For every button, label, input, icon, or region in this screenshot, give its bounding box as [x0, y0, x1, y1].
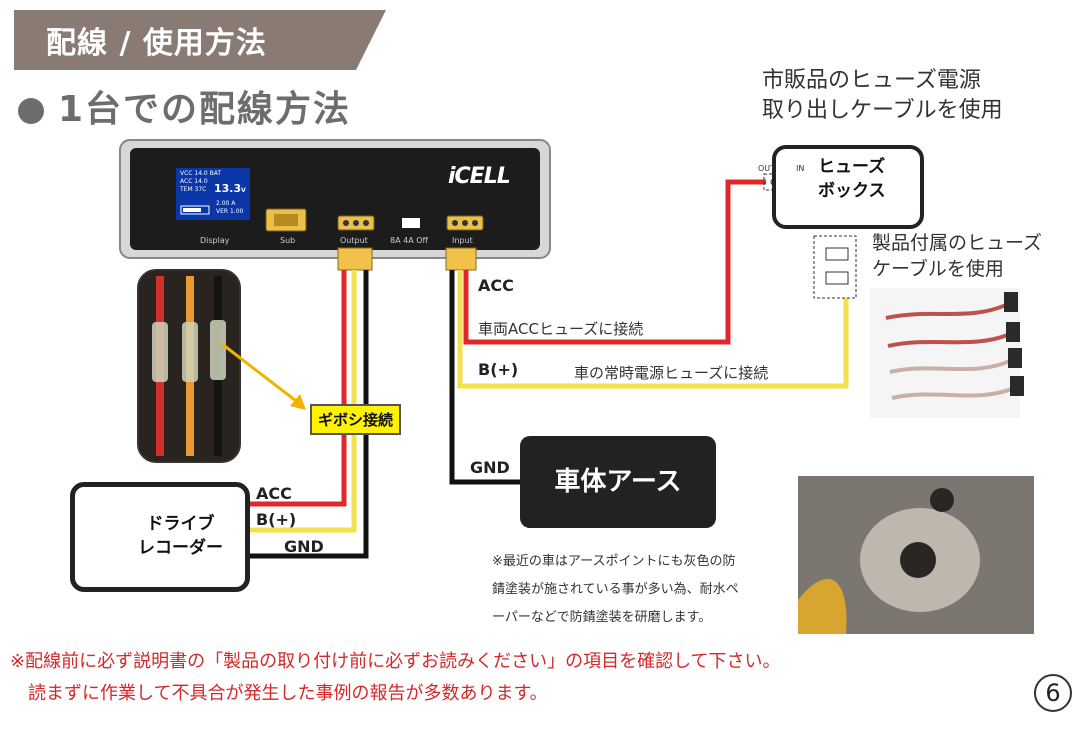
recorder-gnd-label: GND	[284, 537, 324, 556]
input-acc-wire	[463, 179, 766, 345]
bullet-dot-icon	[18, 98, 44, 124]
earth-photo-object	[798, 578, 847, 634]
included-cable-caption: 製品付属のヒューズ ケーブルを使用	[872, 230, 1042, 282]
input-pin-2	[462, 220, 468, 226]
screen-battery-fill	[183, 208, 201, 212]
fuse-head-4	[1010, 376, 1024, 396]
device-logo: iCELL	[448, 164, 511, 189]
output-pin-3	[363, 220, 369, 226]
screen-voltage-unit: V	[241, 187, 246, 194]
port-label-display: Display	[200, 236, 230, 245]
fuse-cable-1	[885, 302, 1009, 320]
screen-line-acc: ACC 14.0	[180, 178, 208, 185]
output-acc-wire	[238, 270, 347, 507]
device-screen-text-2: 2.00 A VER 1.00	[216, 200, 243, 216]
output-bplus-wire	[238, 270, 357, 533]
earth-photo-hole	[900, 542, 936, 578]
warning-line2: 読まずに作業して不具合が発生した事例の報告が多数あります。	[10, 683, 548, 704]
warning-note: ※配線前に必ず説明書の「製品の取り付け前に必ずお読みください」の項目を確認して下…	[10, 646, 781, 710]
section-heading: 1台での配線方法	[18, 80, 351, 132]
fuse-power-caption: 市販品のヒューズ電源 取り出しケーブルを使用	[762, 66, 1003, 126]
earth-photo-upper-hole	[930, 488, 954, 512]
input-acc-label: ACC	[478, 276, 514, 295]
screen-line-current: 2.00 A	[216, 200, 236, 207]
page-number: 6	[1034, 674, 1072, 712]
input-gnd-label: GND	[470, 458, 510, 477]
photo-connector-1	[152, 322, 168, 382]
included-fuse-inner-1	[825, 247, 849, 261]
sub-connector-slot	[274, 214, 298, 226]
fuse-head-2	[1006, 322, 1020, 342]
gibosi-arrow	[221, 342, 301, 406]
port-label-switch: 8A 4A Off	[390, 236, 429, 245]
fuse-cable-4	[891, 386, 1015, 400]
amp-switch	[402, 218, 420, 228]
port-label-input: Input	[452, 236, 473, 245]
fuse-power-caption-line2: 取り出しケーブルを使用	[762, 98, 1003, 123]
warning-line1: ※配線前に必ず説明書の「製品の取り付け前に必ずお読みください」の項目を確認して下…	[10, 651, 781, 672]
drive-recorder-label-line1: ドライブ	[146, 514, 215, 534]
photo-connector-3	[210, 320, 226, 380]
earth-note-line2: 錆塗装が施されている事が多い為、耐水ペ	[492, 582, 739, 597]
input-bplus-label: B(+)	[478, 360, 519, 379]
input-pin-1	[452, 220, 458, 226]
screen-voltage: 13.3V	[214, 182, 246, 195]
fuse-box-label-line2: ボックス	[818, 181, 886, 201]
fuse-box-label-line1: ヒューズ	[818, 157, 886, 177]
gibosi-arrow-head	[290, 394, 306, 410]
earth-note: ※最近の車はアースポイントにも灰色の防 錆塗装が施されている事が多い為、耐水ペ …	[492, 548, 739, 632]
drive-recorder-box	[70, 482, 250, 592]
fuse-tap-in-label: IN	[796, 164, 805, 173]
output-pin-1	[343, 220, 349, 226]
gibosi-label: ギボシ接続	[310, 404, 402, 435]
screen-line-tem: TEM 37C	[180, 186, 207, 193]
output-plug	[337, 247, 373, 271]
included-cable-caption-line1: 製品付属のヒューズ	[872, 232, 1043, 254]
fuse-cable-3	[889, 358, 1013, 374]
bplus-connection-note: 車の常時電源ヒューズに接続	[574, 364, 769, 382]
earth-note-line1: ※最近の車はアースポイントにも灰色の防	[492, 554, 736, 569]
fuse-power-caption-line1: 市販品のヒューズ電源	[762, 68, 981, 93]
fuse-tap-out-label: OUT	[758, 164, 776, 173]
recorder-bplus-label: B(+)	[256, 510, 297, 529]
drive-recorder-label-line2: レコーダー	[138, 538, 223, 558]
included-fuse-symbol	[813, 235, 857, 299]
drive-recorder-label: ドライブ レコーダー	[138, 512, 223, 560]
recorder-acc-label: ACC	[256, 484, 292, 503]
screen-line-version: VER 1.00	[216, 208, 244, 215]
earth-note-line3: ーパーなどで防錆塗装を研磨します。	[492, 610, 712, 625]
section-heading-text: 1台での配線方法	[58, 89, 352, 130]
output-pin-2	[353, 220, 359, 226]
body-earth-box: 車体アース	[520, 436, 716, 528]
screen-battery-icon	[180, 205, 210, 215]
screen-line-vcc: VCC 14.0 BAT	[180, 170, 222, 177]
device-screen-text: VCC 14.0 BAT ACC 14.0 TEM 37C	[180, 170, 221, 194]
input-gnd-wire	[449, 270, 524, 485]
input-bplus-wire	[457, 270, 849, 389]
included-fuse-inner-2	[825, 271, 849, 285]
screen-voltage-value: 13.3	[214, 182, 242, 195]
photo-connector-2	[182, 322, 198, 382]
port-label-output: Output	[340, 236, 368, 245]
fuse-box	[772, 145, 924, 229]
fuse-box-label: ヒューズ ボックス	[818, 155, 886, 203]
page-title: 配線 / 使用方法	[46, 26, 267, 61]
output-gnd-wire	[238, 270, 369, 559]
fuse-cable-2	[887, 332, 1011, 348]
input-pin-3	[472, 220, 478, 226]
acc-connection-note: 車両ACCヒューズに接続	[478, 320, 644, 338]
title-banner-shape	[14, 10, 386, 70]
included-cable-caption-line2: ケーブルを使用	[872, 258, 1004, 280]
fuse-head-3	[1008, 348, 1022, 368]
fuse-head-1	[1004, 292, 1018, 312]
port-label-sub: Sub	[280, 236, 296, 245]
input-plug	[445, 247, 477, 271]
